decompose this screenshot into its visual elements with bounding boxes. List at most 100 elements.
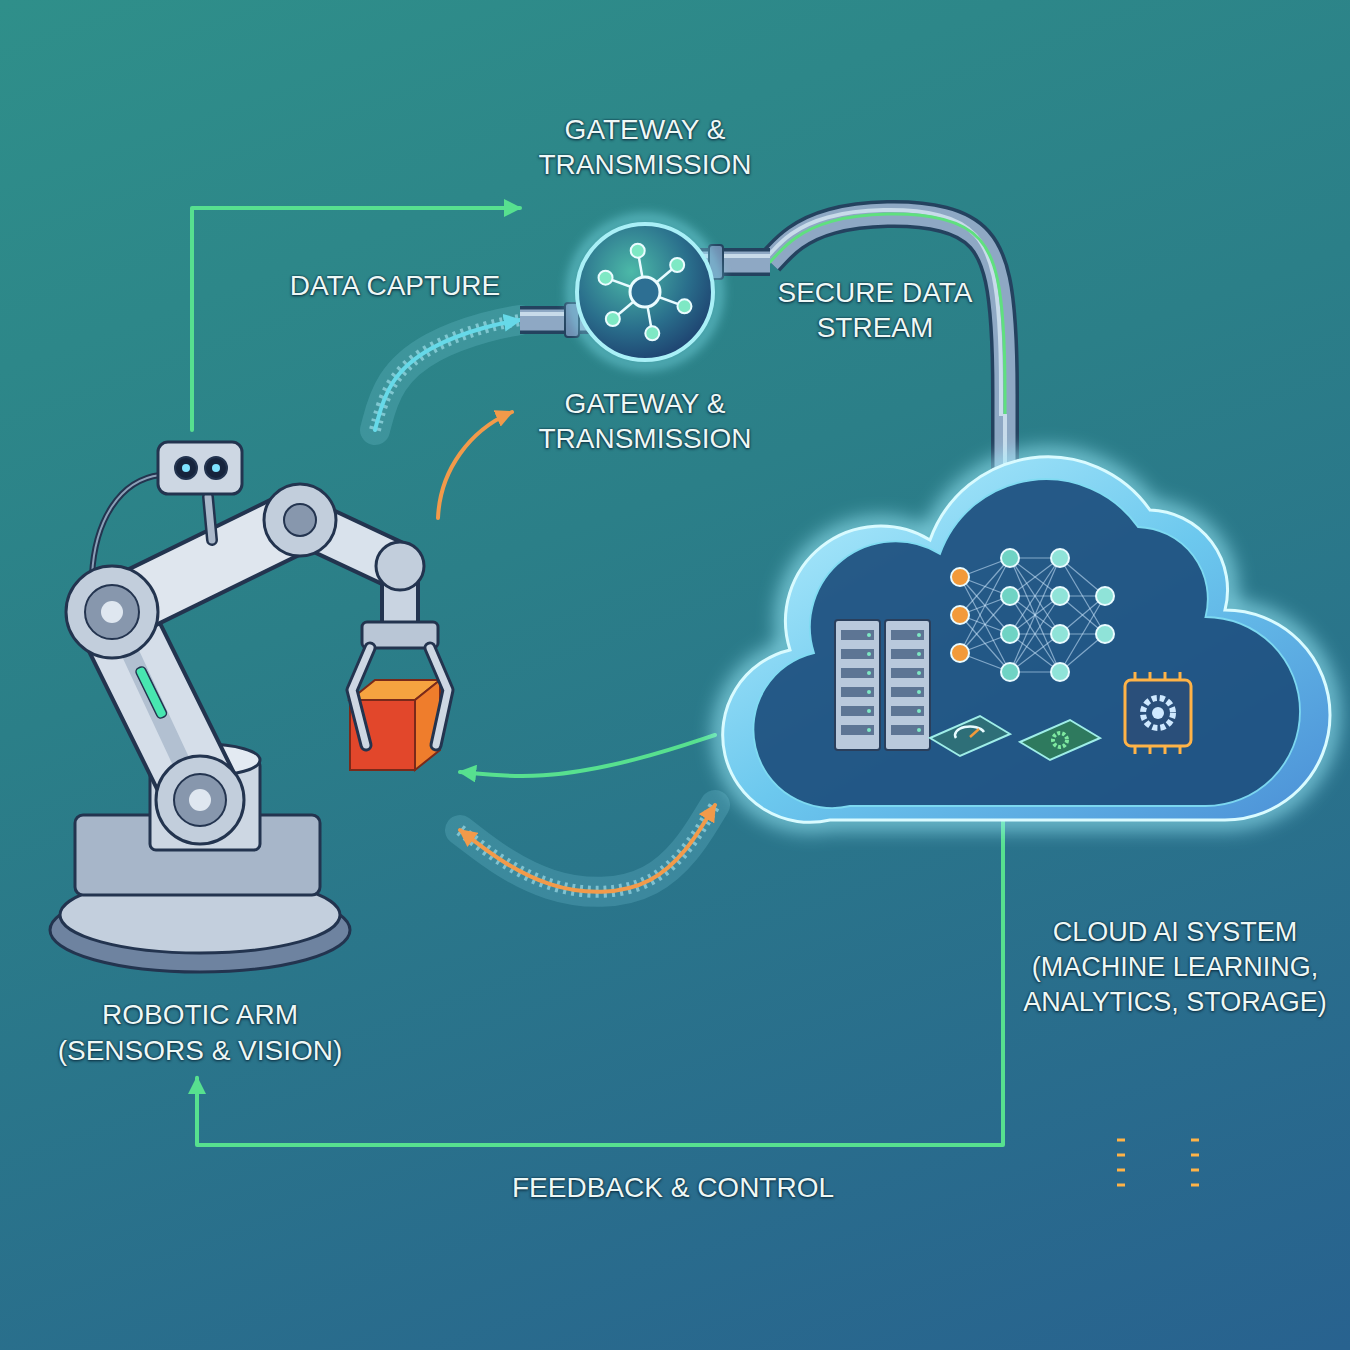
neural-node (1051, 663, 1069, 681)
server-rack (885, 620, 930, 750)
neural-link (1010, 596, 1060, 634)
data-bits (375, 320, 520, 430)
network-node (606, 312, 620, 326)
server-light (917, 690, 921, 694)
network-link (613, 292, 645, 319)
gripper-claw (352, 648, 370, 745)
server-slot (841, 668, 874, 678)
cloud-shape (723, 457, 1330, 822)
neural-link (960, 596, 1010, 653)
chip-pin (1191, 1169, 1199, 1172)
neural-link (960, 577, 1010, 634)
neural-link (1010, 596, 1060, 672)
robot-joint (189, 789, 211, 811)
gateway-label: GATEWAY & TRANSMISSION (538, 386, 751, 456)
robot-turret (150, 760, 260, 850)
robot-base-top (60, 877, 340, 953)
chip-pin (1179, 672, 1182, 680)
gripper-claw (430, 648, 448, 745)
neural-link (1010, 558, 1060, 596)
robot-upper-arm (112, 520, 300, 612)
gateway-illustration (520, 112, 770, 462)
server-slot (891, 725, 924, 735)
robot-joint (376, 542, 424, 590)
neural-link (960, 615, 1010, 672)
camera-lens (212, 464, 220, 472)
chip-pin (1117, 1169, 1125, 1172)
neural-link (1060, 634, 1105, 672)
neural-link (960, 558, 1010, 653)
status-led (135, 666, 168, 720)
cargo-box (350, 680, 440, 700)
robot-upper-arm (112, 520, 300, 612)
cloud-illustration (715, 420, 1340, 1028)
robot-joint (85, 585, 139, 639)
pipe (695, 252, 770, 273)
data-pipe (766, 210, 1005, 420)
robot-base-plate (50, 888, 350, 972)
robot-lower-arm (112, 612, 200, 790)
neural-link (1010, 558, 1060, 634)
chip-pin (1117, 1154, 1125, 1157)
robot-joint (174, 774, 226, 826)
flow-arrow (192, 208, 520, 430)
robot-illustration (20, 430, 460, 1078)
pipe-highlight (766, 210, 1001, 416)
gripper-claw (352, 648, 370, 745)
neural-link (1060, 558, 1105, 634)
connector-line (460, 735, 715, 776)
neural-link (1060, 596, 1105, 634)
cloud-ai-node: CLOUD AI SYSTEM(MACHINE LEARNING, ANALYT… (715, 420, 1340, 1028)
neural-link (1060, 595, 1105, 596)
server-light (917, 671, 921, 675)
server-slot (891, 687, 924, 697)
neural-link (960, 558, 1010, 577)
neural-link (1010, 634, 1060, 672)
robot-joint (284, 504, 316, 536)
connector-line (197, 1028, 1003, 1145)
neural-node (1001, 549, 1019, 567)
gateway-glow (572, 219, 718, 365)
neural-link (960, 577, 1010, 596)
robot-cable (92, 475, 160, 575)
chip-pin (1117, 1184, 1125, 1187)
edge-label: SECURE DATA STREAM (763, 275, 988, 345)
network-link (645, 265, 677, 292)
neural-node (1051, 625, 1069, 643)
server-light (867, 709, 871, 713)
server-light (867, 652, 871, 656)
server-slot (841, 706, 874, 716)
network-link (606, 278, 645, 292)
robot-joint (66, 566, 158, 658)
server-light (867, 690, 871, 694)
pipe-highlight (1003, 414, 1007, 479)
server-slot (891, 668, 924, 678)
pipe (520, 310, 595, 331)
ai-chip (1125, 680, 1191, 746)
robot-wrist (384, 566, 416, 628)
network-node (599, 271, 613, 285)
neural-link (1010, 633, 1060, 634)
gripper-claw (430, 648, 448, 745)
robot-wrist (380, 566, 420, 628)
neural-link (1010, 558, 1060, 634)
pipe-highlight (520, 312, 595, 316)
connector-line (770, 214, 1005, 420)
server-slot (891, 706, 924, 716)
neural-link (960, 596, 1010, 615)
label-block: ROBOTIC ARM(SENSORS & VISION) (20, 997, 380, 1070)
data-stream-band (375, 320, 520, 430)
server-light (917, 633, 921, 637)
connector-line (192, 208, 520, 430)
server-rack (835, 620, 880, 750)
network-link (645, 292, 684, 306)
server-slot (841, 630, 874, 640)
server-slot (841, 687, 874, 697)
pipe (995, 420, 1016, 485)
neural-link (1010, 595, 1060, 596)
